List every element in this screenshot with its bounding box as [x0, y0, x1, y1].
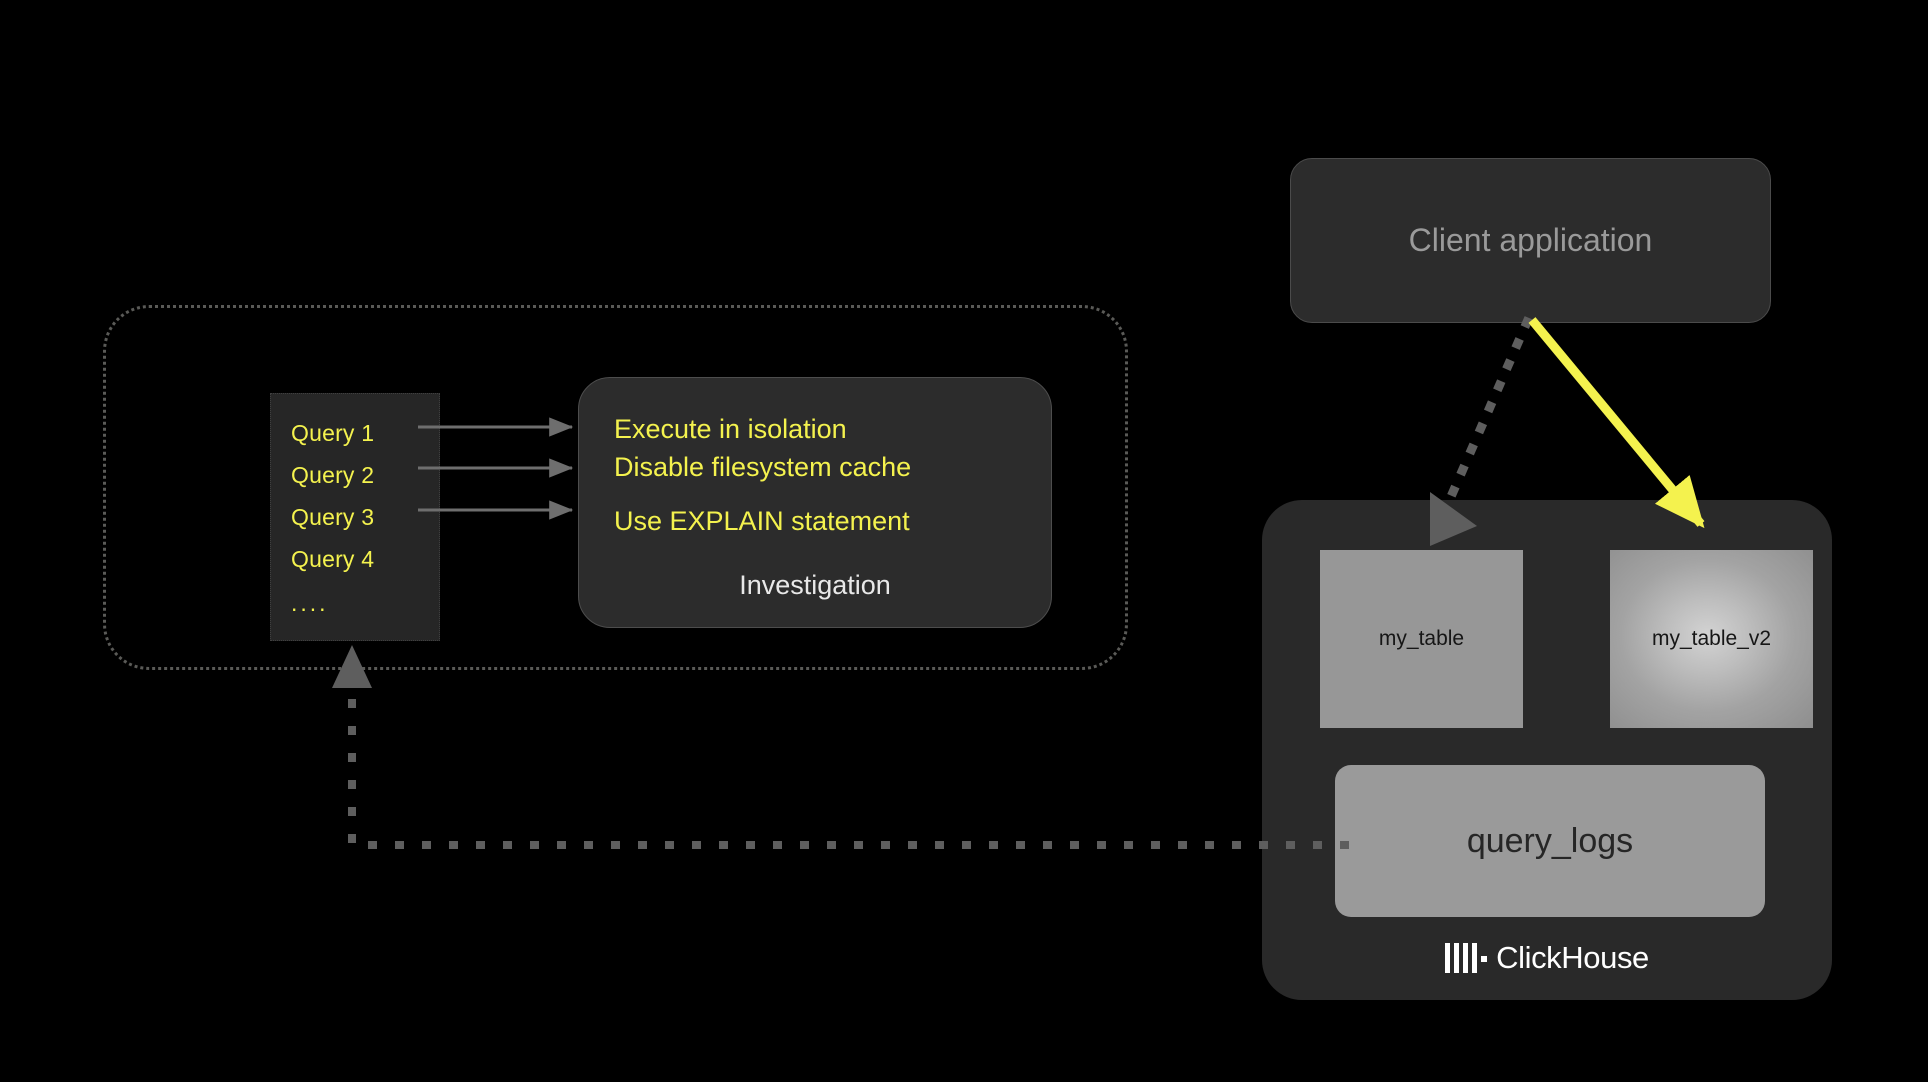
investigation-title: Investigation — [739, 570, 891, 600]
investigation-step-3: Use EXPLAIN statement — [614, 506, 910, 536]
clickhouse-wordmark: ClickHouse — [1496, 940, 1649, 975]
connector-client-to-my-table-v2 — [1528, 317, 1705, 529]
investigation-workspace — [103, 305, 1128, 670]
table-my-table-v2[interactable]: my_table_v2 — [1610, 550, 1813, 728]
table-label: my_table — [1378, 627, 1465, 650]
investigation-step-1: Execute in isolation — [614, 414, 847, 444]
connector-client-to-my-table — [1437, 316, 1533, 521]
table-label: my_table_v2 — [1651, 627, 1772, 650]
investigation-step-2: Disable filesystem cache — [614, 452, 912, 482]
list-item[interactable]: Query 4 — [291, 546, 375, 572]
clickhouse-container: my_table my_table_v2 query_logs ClickHou… — [1262, 500, 1832, 1000]
connector-query-logs-to-query-list — [348, 696, 1349, 849]
clickhouse-logo: ClickHouse — [1262, 940, 1832, 976]
query-list-panel: Query 1 Query 2 Query 3 Query 4 .... — [270, 393, 440, 641]
list-item[interactable]: Query 3 — [291, 504, 375, 530]
table-label: query_logs — [1466, 821, 1634, 860]
client-application-box: Client application — [1290, 158, 1771, 323]
list-item[interactable]: Query 1 — [291, 420, 375, 446]
table-my-table[interactable]: my_table — [1320, 550, 1523, 728]
investigation-card: Execute in isolation Disable filesystem … — [578, 377, 1052, 628]
client-application-label: Client application — [1408, 222, 1653, 258]
list-item-ellipsis: .... — [291, 590, 329, 616]
clickhouse-bars-icon — [1445, 943, 1488, 973]
table-query-logs[interactable]: query_logs — [1335, 765, 1765, 917]
list-item[interactable]: Query 2 — [291, 462, 375, 488]
